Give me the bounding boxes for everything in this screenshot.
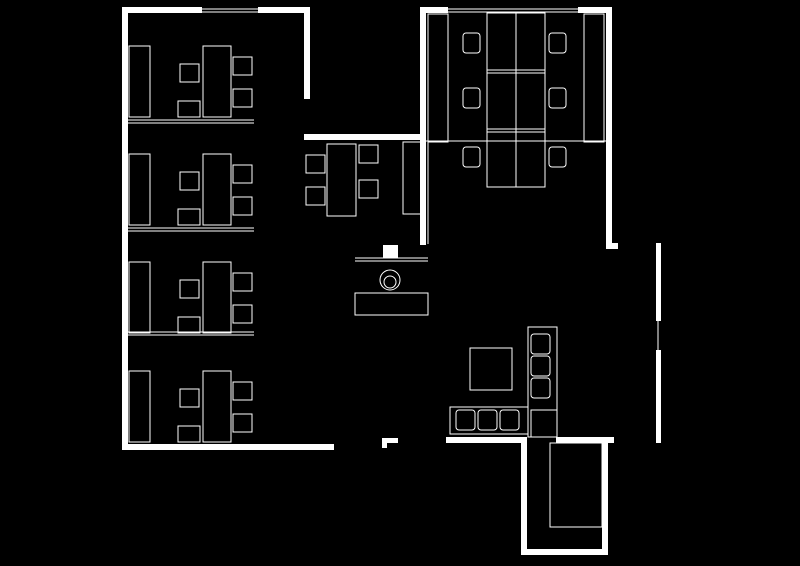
wall-east-upper <box>656 243 661 321</box>
chair-icon <box>548 87 567 109</box>
side-cabinet-right <box>583 13 605 143</box>
chair-icon <box>177 316 201 334</box>
small-meeting-room <box>305 140 429 244</box>
sofa-cushion <box>530 333 551 355</box>
reception <box>354 245 429 316</box>
sofa-cushion <box>455 409 476 431</box>
wall-north-mid <box>258 7 310 13</box>
office-2 <box>128 153 254 232</box>
wall-storage-south <box>521 549 608 555</box>
wall-conference-north-a <box>420 7 448 13</box>
wall-conference-east <box>606 7 612 249</box>
wall-conference-north-b <box>578 7 612 13</box>
coffee-table <box>469 347 513 391</box>
sofa-cushion <box>499 409 520 431</box>
chair-icon <box>177 100 201 118</box>
guest-chair-icon <box>232 413 253 433</box>
desk <box>202 45 232 118</box>
windows-north <box>202 8 578 13</box>
wall-stub-south <box>382 438 398 443</box>
wall-south-left <box>122 444 334 450</box>
chair-icon <box>462 87 481 109</box>
guest-chair-icon <box>232 272 253 292</box>
cabinet <box>128 45 151 118</box>
chair-icon <box>179 279 200 299</box>
chair-icon <box>179 171 200 191</box>
office-3 <box>128 261 254 336</box>
wall-stub-south-2 <box>382 438 387 448</box>
wall-south-storage-top <box>556 437 614 443</box>
office-4 <box>128 370 253 443</box>
chair-icon <box>179 63 200 83</box>
storage-room <box>549 442 603 528</box>
sofa-horizontal <box>449 406 529 435</box>
wall-conference-stub <box>606 243 618 249</box>
chair-icon <box>358 144 379 164</box>
storage-shelf <box>549 442 603 528</box>
chair-icon <box>305 154 326 174</box>
wall-office-east-upper <box>304 7 310 99</box>
guest-chair-icon <box>232 304 253 324</box>
chair-icon <box>462 146 481 168</box>
sofa-vertical <box>527 326 558 438</box>
wall-meeting-north <box>304 134 426 140</box>
chair-icon <box>548 146 567 168</box>
chair-icon <box>462 32 481 54</box>
chair-icon <box>177 425 201 443</box>
office-1 <box>128 45 254 124</box>
sofa-cushion <box>477 409 498 431</box>
chair-icon <box>179 388 200 408</box>
chair-icon <box>548 32 567 54</box>
wall-conference-west <box>420 7 426 245</box>
reception-pillar <box>383 245 398 258</box>
guest-chair-icon <box>232 88 253 108</box>
conference-room <box>426 12 606 188</box>
lounge <box>449 326 558 438</box>
wall-south-lounge <box>446 437 526 443</box>
sofa-cushion <box>530 355 551 377</box>
walls <box>122 7 661 555</box>
chairs-right <box>548 32 567 168</box>
wall-east-lower <box>656 350 661 443</box>
chair-icon <box>305 186 326 206</box>
chair-icon <box>177 208 201 226</box>
chairs-left <box>462 32 481 168</box>
side-cabinet-left <box>427 13 449 143</box>
guest-chair-icon <box>232 164 253 184</box>
sofa-cushion <box>530 377 551 399</box>
guest-chair-icon <box>232 196 253 216</box>
chair-icon <box>358 179 379 199</box>
wall-west <box>122 7 128 450</box>
guest-chair-icon <box>232 381 253 401</box>
reception-chair-icon <box>379 269 401 291</box>
wall-storage-west <box>521 437 527 555</box>
guest-chair-icon <box>232 56 253 76</box>
wall-north-left <box>122 7 202 13</box>
meeting-table <box>326 143 357 217</box>
wall-storage-east <box>602 437 608 555</box>
sofa-corner <box>530 409 558 438</box>
reception-desk <box>354 292 429 316</box>
